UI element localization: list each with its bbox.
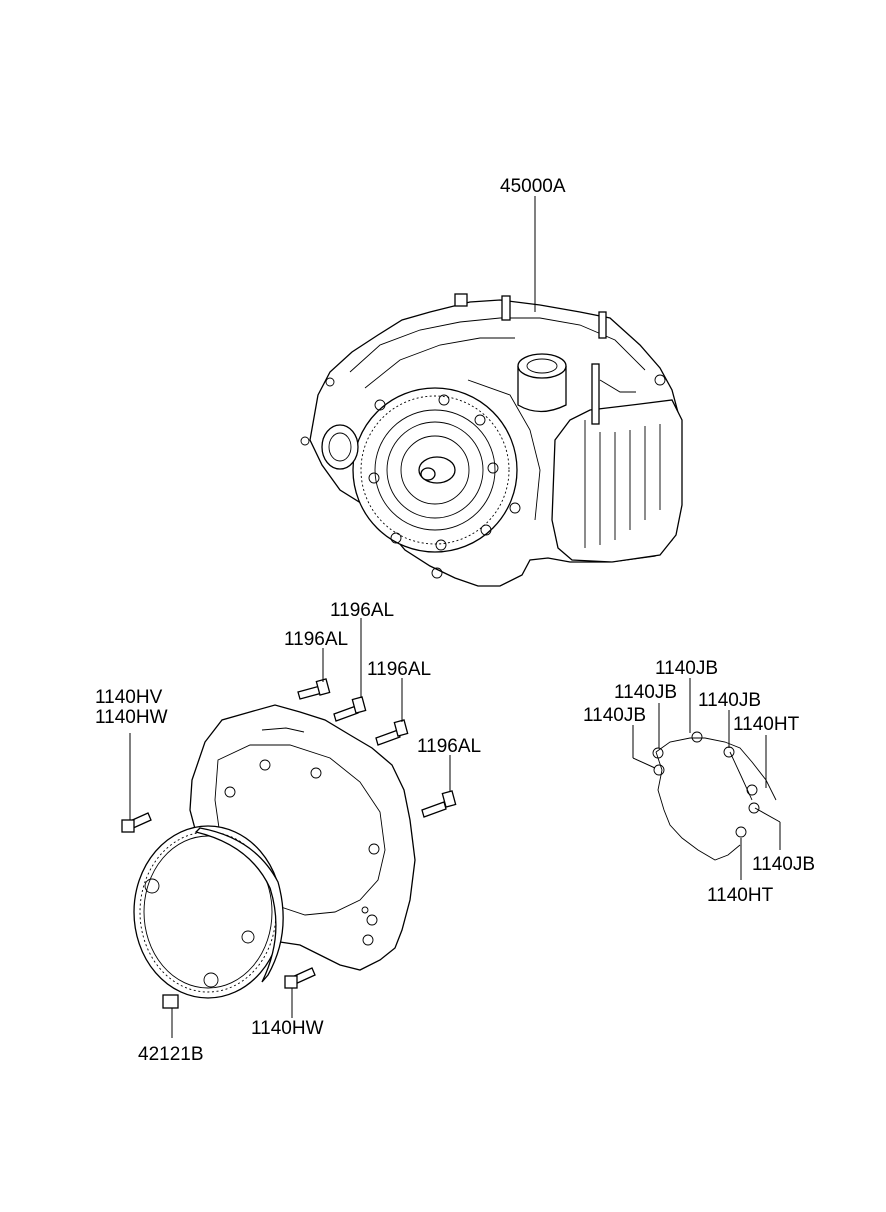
drive-plate [133, 825, 284, 999]
callout-1140HT-right: 1140HT [733, 714, 800, 735]
callout-1196AL-a: 1196AL [330, 600, 394, 621]
callout-45000A: 45000A [500, 176, 566, 197]
cover-gasket-outline [652, 731, 777, 861]
callout-1140JB-left-1: 1140JB [614, 682, 677, 703]
callout-1140JB-top: 1140JB [655, 658, 718, 679]
transaxle-assembly [300, 293, 683, 587]
callout-1140JB-bottom: 1140JB [752, 854, 815, 875]
callout-1140HT-bottom: 1140HT [707, 885, 774, 906]
callout-1140HW-left: 1140HW [95, 707, 168, 728]
callout-1196AL-d: 1196AL [417, 736, 481, 757]
callout-1140HV: 1140HV [95, 687, 163, 708]
callout-1196AL-b: 1196AL [284, 629, 348, 650]
callout-1196AL-c: 1196AL [367, 659, 431, 680]
drain-plug-42121B [162, 994, 179, 1009]
bolt-1196AL-group [297, 678, 457, 818]
callout-1140JB-left-2: 1140JB [583, 705, 646, 726]
callout-42121B: 42121B [138, 1044, 204, 1065]
callout-1140HW-bottom: 1140HW [251, 1018, 324, 1039]
bolt-1140HW-bottom [284, 975, 298, 989]
bolt-1140HV [121, 819, 135, 833]
callout-1140JB-right: 1140JB [698, 690, 761, 711]
